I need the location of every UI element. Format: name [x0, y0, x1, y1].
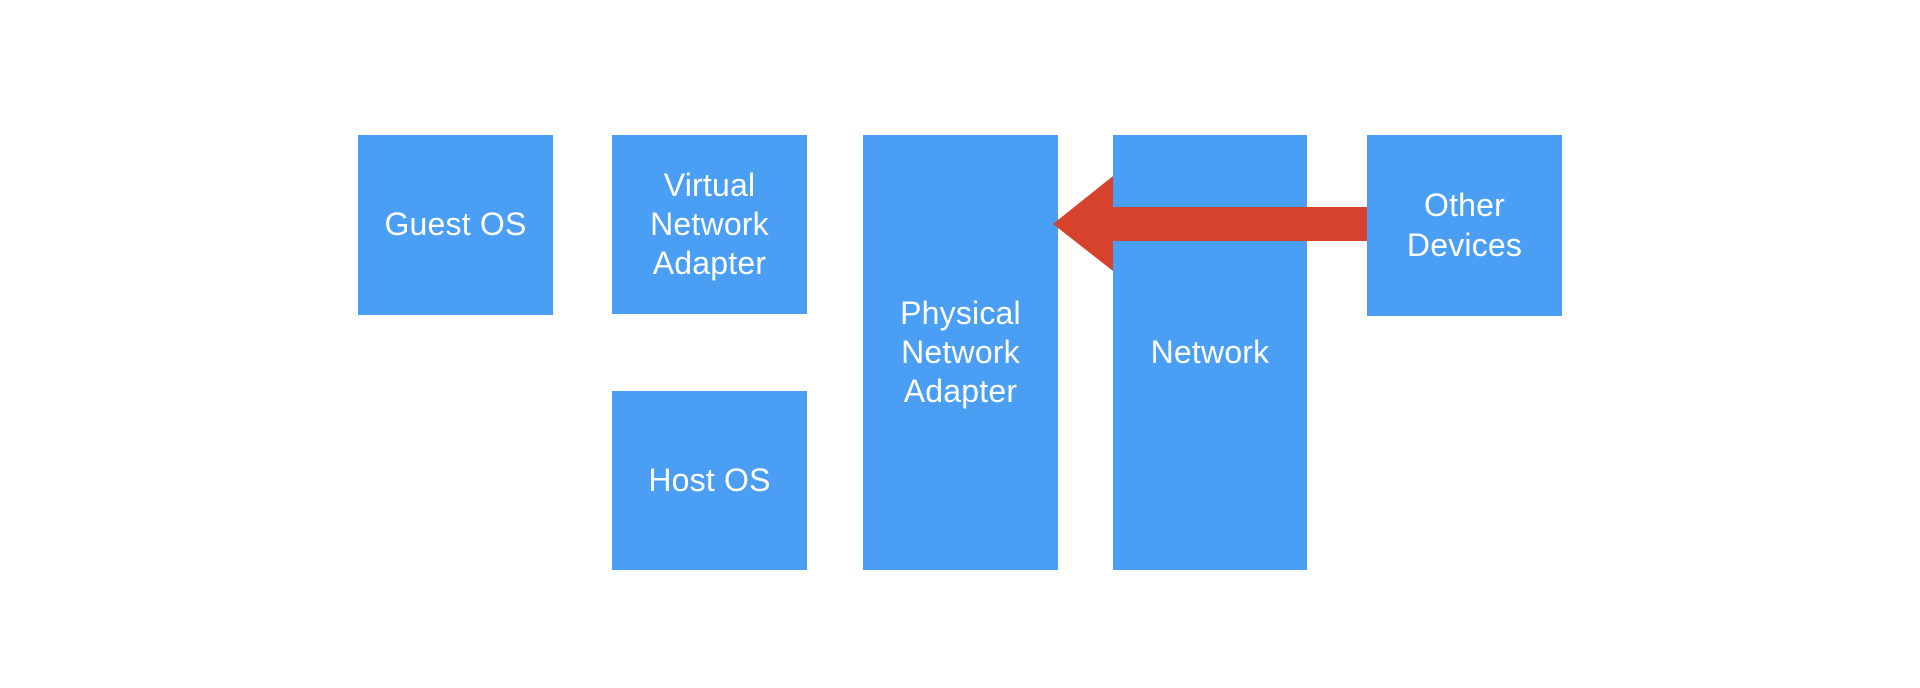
- node-network: Network: [1113, 135, 1307, 570]
- node-host-os-label: Host OS: [648, 461, 771, 498]
- node-physical-network-adapter-label: Physical Network Adapter: [900, 294, 1021, 410]
- node-host-os: Host OS: [612, 391, 807, 570]
- node-other-devices-label: Other Devices: [1406, 187, 1523, 263]
- node-virtual-network-adapter: Virtual Network Adapter: [612, 135, 807, 314]
- node-virtual-network-adapter-label: Virtual Network Adapter: [650, 166, 769, 282]
- node-physical-network-adapter: Physical Network Adapter: [863, 135, 1058, 570]
- node-guest-os: Guest OS: [358, 135, 553, 315]
- node-guest-os-label: Guest OS: [384, 206, 527, 243]
- node-other-devices: Other Devices: [1367, 135, 1562, 316]
- node-network-label: Network: [1150, 333, 1270, 370]
